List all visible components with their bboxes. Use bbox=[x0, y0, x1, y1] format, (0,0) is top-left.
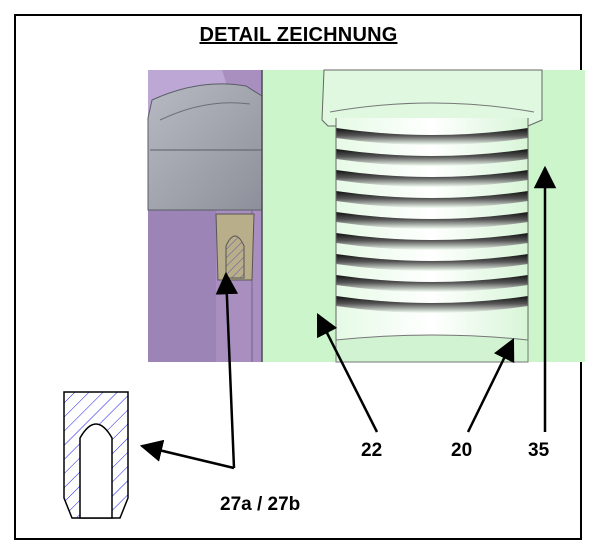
thread-ridge bbox=[336, 275, 528, 292]
bore-bottom bbox=[335, 334, 529, 363]
label-35: 35 bbox=[528, 440, 550, 461]
label-27a-27b: 27a / 27b bbox=[220, 494, 301, 515]
thread-ridge bbox=[336, 233, 528, 250]
arrow-27-left bbox=[139, 439, 235, 470]
thread-ridges bbox=[336, 128, 528, 313]
thread-ridge bbox=[336, 170, 528, 187]
thread-ridge bbox=[336, 212, 528, 229]
thread-ridge bbox=[336, 254, 528, 271]
thread-ridge bbox=[336, 128, 528, 145]
arrow-20 bbox=[466, 337, 515, 433]
seal-cross-section bbox=[63, 391, 129, 519]
thread-ridge bbox=[336, 191, 528, 208]
arrow-27-up bbox=[215, 271, 239, 469]
page-title: DETAIL ZEICHNUNG bbox=[199, 24, 398, 46]
bore-top bbox=[321, 69, 543, 127]
arrow-22 bbox=[316, 312, 379, 433]
label-22: 22 bbox=[361, 440, 383, 461]
thread-ridge bbox=[336, 296, 528, 313]
metal-block bbox=[147, 83, 263, 211]
detail-section-view bbox=[147, 69, 585, 363]
leader-arrows bbox=[139, 165, 557, 470]
label-20: 20 bbox=[451, 440, 473, 461]
thread-ridge bbox=[336, 149, 528, 166]
